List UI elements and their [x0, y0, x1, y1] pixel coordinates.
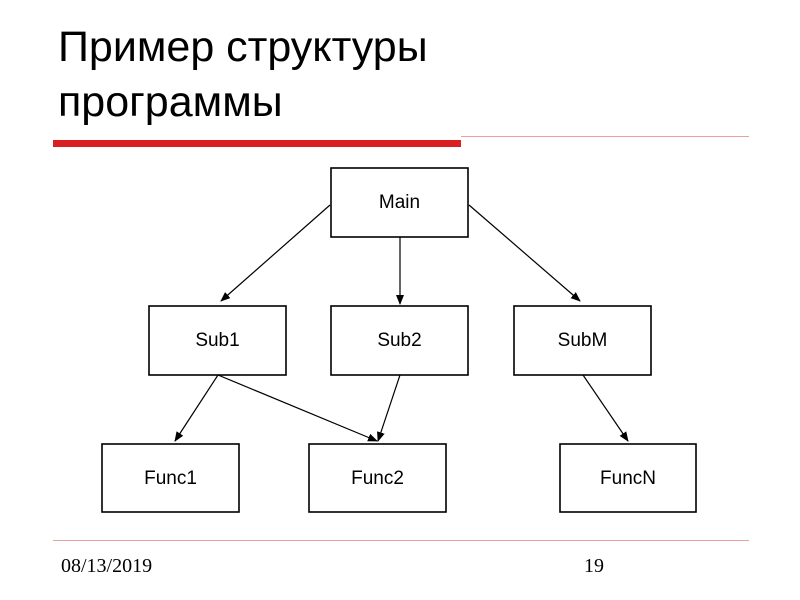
node-func1-label: Func1 — [144, 468, 197, 489]
edge-main-sub1 — [220, 204, 331, 302]
title-accent-bar — [53, 140, 461, 147]
node-sub2: Sub2 — [330, 305, 469, 376]
footer-date: 08/13/2019 — [61, 555, 153, 577]
node-funcn: FuncN — [559, 443, 697, 513]
slide-title: Пример структуры программы — [58, 20, 758, 130]
footer-divider-line — [53, 540, 749, 541]
edge-subm-funcn — [582, 374, 629, 442]
edge-main-subm — [468, 204, 581, 302]
slide-number: 19 — [584, 555, 604, 577]
node-funcn-label: FuncN — [600, 468, 656, 489]
title-divider-line — [461, 136, 749, 137]
node-main-label: Main — [379, 192, 420, 213]
node-func1: Func1 — [101, 443, 240, 513]
node-subm-label: SubM — [558, 330, 608, 351]
title-line-1: Пример структуры — [58, 23, 428, 71]
node-sub2-label: Sub2 — [377, 330, 421, 351]
title-line-2: программы — [58, 78, 283, 126]
edge-sub2-func2 — [377, 374, 401, 442]
node-sub1-label: Sub1 — [195, 330, 239, 351]
node-sub1: Sub1 — [148, 305, 287, 376]
node-subm: SubM — [513, 305, 652, 376]
node-func2-label: Func2 — [351, 468, 404, 489]
node-func2: Func2 — [308, 443, 447, 513]
edge-sub1-func1 — [174, 374, 219, 442]
edge-sub1-func2 — [217, 374, 378, 442]
node-main: Main — [330, 167, 469, 238]
